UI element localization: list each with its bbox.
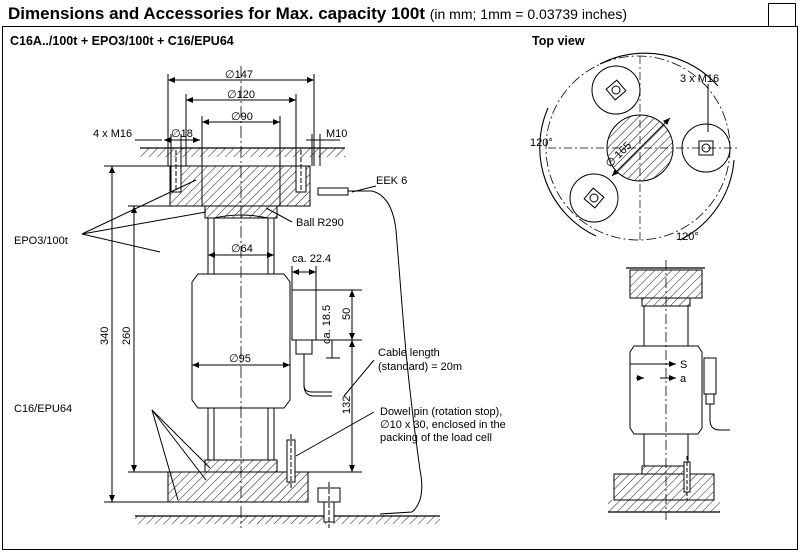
drawing-frame xyxy=(2,26,798,550)
angle-120-left: 120° xyxy=(530,137,553,149)
label-epo3: EPO3/100t xyxy=(14,235,68,247)
main-view-text: ∅147 ∅120 ∅90 ∅18 4 x M16 M10 EEK 6 Ball… xyxy=(14,69,506,444)
dim-a: a xyxy=(680,373,687,385)
dim-d64: ∅64 xyxy=(231,243,253,255)
label-cable-2: (standard) = 20m xyxy=(378,361,462,373)
dim-3xm16: 3 x M16 xyxy=(680,73,719,85)
dim-s: S xyxy=(680,359,687,371)
page-title: Dimensions and Accessories for Max. capa… xyxy=(8,4,627,24)
small-side-view xyxy=(608,260,730,520)
dim-340: 340 xyxy=(99,327,111,345)
small-view-text: S a xyxy=(680,359,687,385)
label-c16epu64: C16/EPU64 xyxy=(14,403,72,415)
hbm-logo xyxy=(768,3,796,27)
dim-d147: ∅147 xyxy=(225,69,253,81)
angle-120-bottom: 120° xyxy=(676,231,699,243)
units-note: (in mm; 1mm = 0.03739 inches) xyxy=(429,6,627,22)
dim-50: 50 xyxy=(341,308,353,320)
top-view-label: Top view xyxy=(532,34,585,48)
title-text: Dimensions and Accessories for Max. capa… xyxy=(8,4,425,23)
dim-d95: ∅95 xyxy=(229,353,251,365)
label-cable-1: Cable length xyxy=(378,347,440,359)
dim-260: 260 xyxy=(121,327,133,345)
dim-d120: ∅120 xyxy=(227,89,255,101)
dim-ca22-4: ca. 22.4 xyxy=(292,253,331,265)
label-eek6: EEK 6 xyxy=(376,175,407,187)
dim-18-5: ca. 18.5 xyxy=(321,305,333,344)
dim-4xm16: 4 x M16 xyxy=(93,128,132,140)
top-view xyxy=(539,52,740,241)
label-dowel-3: packing of the load cell xyxy=(380,432,492,444)
dim-d18: ∅18 xyxy=(171,128,193,140)
main-view xyxy=(81,66,440,528)
top-plate xyxy=(140,147,345,207)
label-dowel-1: Dowel pin (rotation stop), xyxy=(380,406,502,418)
dim-132: 132 xyxy=(341,396,353,414)
dim-d90: ∅90 xyxy=(231,111,253,123)
label-ball: Ball R290 xyxy=(296,217,344,229)
label-dowel-2: ∅10 x 30, enclosed in the xyxy=(380,419,506,431)
dim-m10: M10 xyxy=(326,128,347,140)
main-view-label: C16A../100t + EPO3/100t + C16/EPU64 xyxy=(10,34,234,48)
